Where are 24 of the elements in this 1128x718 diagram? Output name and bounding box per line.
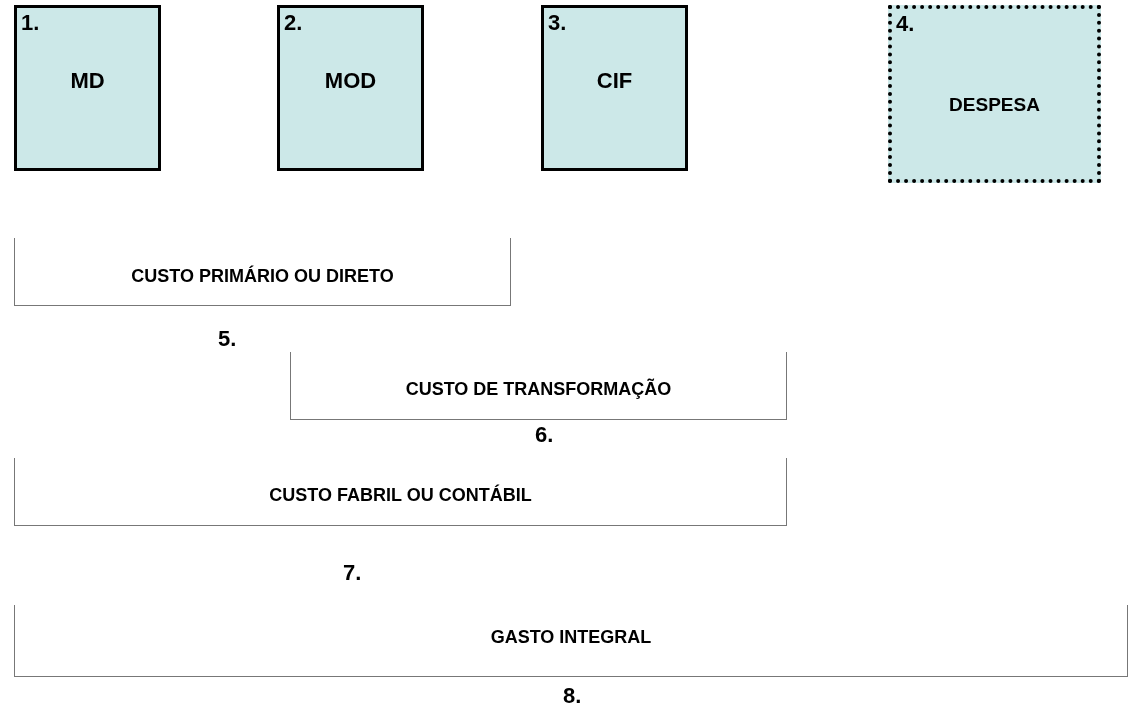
bracket-label: CUSTO FABRIL OU CONTÁBIL bbox=[269, 485, 532, 506]
number-label: 4. bbox=[896, 11, 915, 37]
box-label: MOD bbox=[323, 68, 378, 94]
bracket-label: CUSTO DE TRANSFORMAÇÃO bbox=[405, 379, 672, 400]
bracket bbox=[14, 458, 787, 526]
number-label: 1. bbox=[21, 10, 40, 36]
number-label: 8. bbox=[563, 683, 582, 709]
cost-box bbox=[14, 5, 161, 171]
number-label: 5. bbox=[218, 326, 237, 352]
number-label: 7. bbox=[343, 560, 362, 586]
bracket bbox=[290, 352, 787, 420]
number-label: 6. bbox=[535, 422, 554, 448]
bracket bbox=[14, 238, 511, 306]
bracket-label: GASTO INTEGRAL bbox=[490, 627, 652, 648]
number-label: 2. bbox=[284, 10, 303, 36]
cost-box bbox=[541, 5, 688, 171]
number-label: 3. bbox=[548, 10, 567, 36]
cost-box bbox=[888, 5, 1101, 183]
box-label: MD bbox=[69, 68, 106, 94]
box-label: DESPESA bbox=[948, 94, 1041, 116]
bracket-label: CUSTO PRIMÁRIO OU DIRETO bbox=[131, 266, 394, 287]
cost-box bbox=[277, 5, 424, 171]
bracket bbox=[14, 605, 1128, 677]
box-label: CIF bbox=[595, 68, 634, 94]
